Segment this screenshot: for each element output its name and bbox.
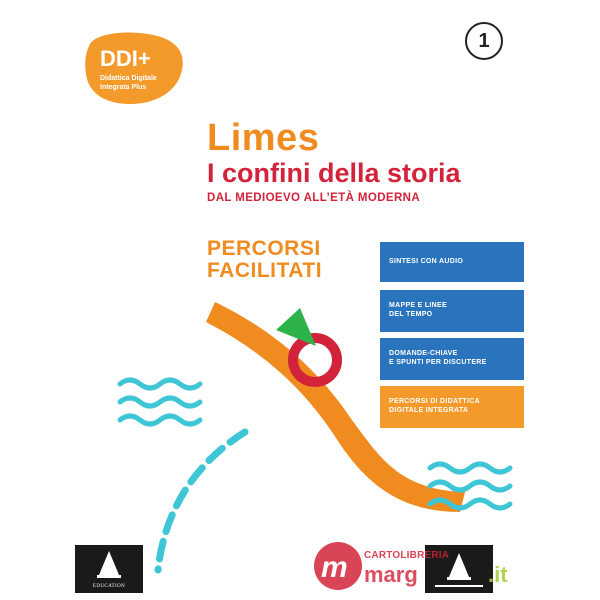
feature-box-text: MAPPE E LINEE xyxy=(389,302,447,309)
feature-box-questions: DOMANDE-CHIAVE E SPUNTI PER DISCUTERE xyxy=(380,338,524,380)
percorsi-facilitati-label: PERCORSI FACILITATI xyxy=(207,238,322,282)
watermark-domain: .it xyxy=(488,562,508,587)
book-subtitle: I confini della storia xyxy=(207,158,461,188)
ddi-logo-text: DDI+ xyxy=(100,46,151,71)
publisher-name: EDUCATION xyxy=(92,584,126,589)
feature-box-audio: SINTESI CON AUDIO xyxy=(380,242,524,282)
percorsi-line2: FACILITATI xyxy=(207,259,323,282)
feature-box-text: E SPUNTI PER DISCUTERE xyxy=(389,359,487,366)
publisher-emblem-icon xyxy=(435,553,483,587)
percorsi-line1: PERCORSI xyxy=(207,237,321,260)
feature-box-text: DEL TEMPO xyxy=(389,311,433,318)
publisher-logo-secondary xyxy=(425,545,493,593)
right-wave-lines xyxy=(427,461,513,511)
ddi-line2: Integrata Plus xyxy=(100,84,146,91)
watermark-brand: marg xyxy=(364,562,418,587)
feature-box-maps: MAPPE E LINEE DEL TEMPO xyxy=(380,290,524,332)
feature-box-text: PERCORSI DI DIDATTICA xyxy=(389,398,480,405)
publisher-emblem-icon xyxy=(97,551,121,578)
red-ring xyxy=(288,333,342,387)
svg-text:m: m xyxy=(321,551,348,584)
book-period: DAL MEDIOEVO ALL’ETÀ MODERNA xyxy=(207,192,421,204)
volume-number-badge: 1 xyxy=(465,22,503,60)
ddi-line1: Didattica Digitale xyxy=(100,75,157,82)
feature-box-text: DIGITALE INTEGRATA xyxy=(389,407,469,414)
book-title: Limes xyxy=(207,117,320,159)
feature-box-text: DOMANDE-CHIAVE xyxy=(389,350,458,357)
green-triangle xyxy=(276,308,316,346)
left-wave-lines xyxy=(117,377,203,427)
feature-box-text: SINTESI CON AUDIO xyxy=(389,258,464,265)
publisher-logo: EDUCATION xyxy=(75,545,143,593)
ddi-badge: DDI+ Didattica Digitale Integrata Plus xyxy=(85,32,183,104)
volume-number: 1 xyxy=(478,29,490,52)
watermark-line1: CARTOLIBRERIA xyxy=(364,550,450,561)
feature-box-digital: PERCORSI DI DIDATTICA DIGITALE INTEGRATA xyxy=(380,386,524,428)
watermark-m-logo: m xyxy=(314,542,362,590)
teal-dashed-arc xyxy=(154,428,249,574)
orange-curve-band xyxy=(206,302,465,512)
